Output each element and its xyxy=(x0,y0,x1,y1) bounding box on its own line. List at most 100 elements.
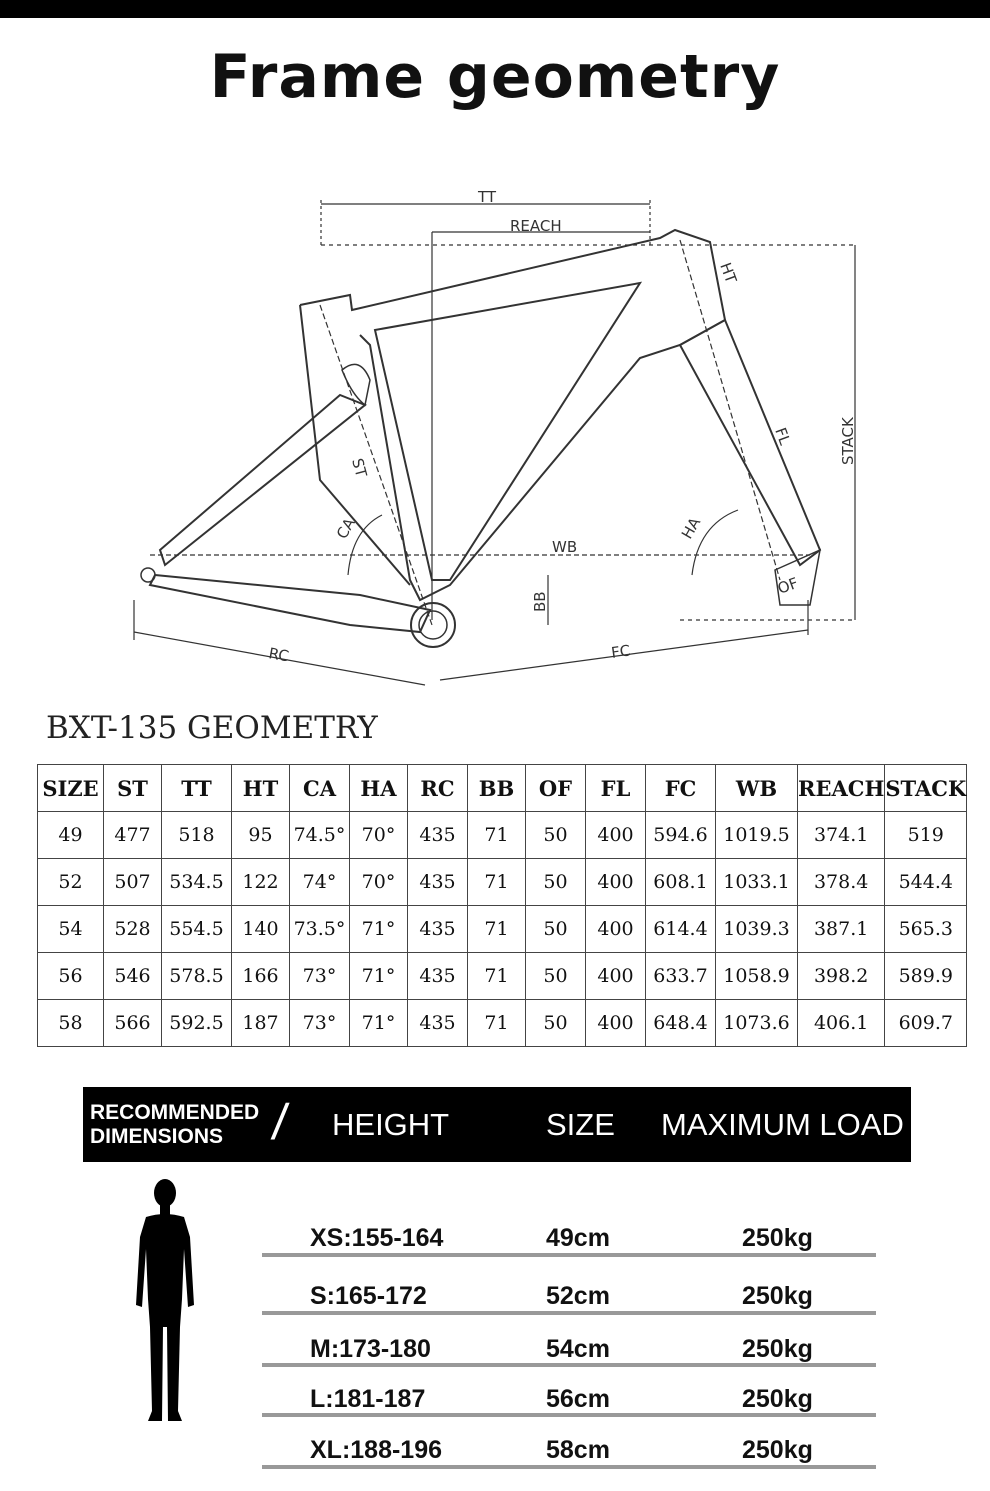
table-cell: 534.5 xyxy=(161,858,232,906)
table-cell: 71 xyxy=(467,858,526,906)
table-cell: 1073.6 xyxy=(715,999,798,1047)
table-cell: 589.9 xyxy=(884,952,968,1000)
table-cell: 594.6 xyxy=(645,811,716,859)
table-cell: 50 xyxy=(525,905,586,953)
table-cell: 95 xyxy=(231,811,290,859)
person-silhouette-icon xyxy=(136,1179,194,1421)
load-value: 250kg xyxy=(742,1385,813,1413)
stack-label: STACK xyxy=(839,416,857,465)
table-cell: 70° xyxy=(349,811,408,859)
table-header: HT xyxy=(231,764,290,812)
table-cell: 609.7 xyxy=(884,999,968,1047)
size-value: 54cm xyxy=(546,1335,610,1363)
table-cell: 435 xyxy=(407,905,468,953)
row-divider xyxy=(262,1253,876,1257)
height-value: M:173-180 xyxy=(310,1335,431,1363)
table-header: TT xyxy=(161,764,232,812)
table-cell: 507 xyxy=(103,858,162,906)
table-header: STACK xyxy=(884,764,968,812)
table-cell: 633.7 xyxy=(645,952,716,1000)
table-cell: 73° xyxy=(289,952,350,1000)
table-header: OF xyxy=(525,764,586,812)
table-cell: 73° xyxy=(289,999,350,1047)
table-cell: 398.2 xyxy=(796,952,886,1000)
table-cell: 166 xyxy=(231,952,290,1000)
table-cell: 554.5 xyxy=(161,905,232,953)
row-divider xyxy=(262,1311,876,1315)
table-header: WB xyxy=(715,764,798,812)
table-cell: 544.4 xyxy=(884,858,968,906)
top-bar xyxy=(0,0,990,18)
table-cell: 378.4 xyxy=(796,858,886,906)
table-cell: 187 xyxy=(231,999,290,1047)
fl-label: FL xyxy=(771,425,794,448)
frame-diagram: TT REACH HT STACK FL ST CA HA WB BB OF R… xyxy=(133,188,857,686)
table-cell: 73.5° xyxy=(289,905,350,953)
ht-label: HT xyxy=(716,260,740,286)
size-value: 49cm xyxy=(546,1224,610,1252)
table-cell: 518 xyxy=(161,811,232,859)
table-cell: 52 xyxy=(37,858,104,906)
bb-label: BB xyxy=(531,591,549,612)
table-cell: 614.4 xyxy=(645,905,716,953)
ca-label: CA xyxy=(333,514,359,542)
table-header-row: SIZE ST TT HT CA HA RC BB OF FL FC WB RE… xyxy=(37,764,968,812)
recommended-label: RECOMMENDED DIMENSIONS xyxy=(90,1101,259,1149)
table-cell: 435 xyxy=(407,952,468,1000)
size-value: 56cm xyxy=(546,1385,610,1413)
table-header: SIZE xyxy=(37,764,104,812)
load-value: 250kg xyxy=(742,1282,813,1310)
table-cell: 435 xyxy=(407,999,468,1047)
table-cell: 435 xyxy=(407,858,468,906)
table-header: BB xyxy=(467,764,526,812)
table-header: RC xyxy=(407,764,468,812)
table-cell: 71 xyxy=(467,999,526,1047)
table-row: 52 507 534.5 122 74° 70° 435 71 50 400 6… xyxy=(37,858,968,906)
table-header: REACH xyxy=(796,764,886,812)
size-value: 58cm xyxy=(546,1436,610,1464)
table-row: 56 546 578.5 166 73° 71° 435 71 50 400 6… xyxy=(37,952,968,1000)
recommended-label-line1: RECOMMENDED xyxy=(90,1101,260,1124)
height-value: S:165-172 xyxy=(310,1282,427,1310)
table-cell: 565.3 xyxy=(884,905,968,953)
table-header: FL xyxy=(585,764,646,812)
geometry-table: SIZE ST TT HT CA HA RC BB OF FL FC WB RE… xyxy=(37,764,968,1047)
table-cell: 71 xyxy=(467,952,526,1000)
table-cell: 519 xyxy=(884,811,968,859)
table-cell: 608.1 xyxy=(645,858,716,906)
table-cell: 477 xyxy=(103,811,162,859)
recommended-label-line2: DIMENSIONS xyxy=(90,1125,224,1148)
maximum-load-column-header: MAXIMUM LOAD xyxy=(661,1107,904,1142)
slash-divider: / xyxy=(269,1094,291,1150)
table-header: ST xyxy=(103,764,162,812)
table-cell: 400 xyxy=(585,905,646,953)
table-cell: 648.4 xyxy=(645,999,716,1047)
table-cell: 1019.5 xyxy=(715,811,798,859)
size-value: 52cm xyxy=(546,1282,610,1310)
table-cell: 400 xyxy=(585,952,646,1000)
geometry-title: BXT-135 GEOMETRY xyxy=(46,710,378,746)
table-cell: 1033.1 xyxy=(715,858,798,906)
size-column-header: SIZE xyxy=(546,1107,615,1142)
table-cell: 435 xyxy=(407,811,468,859)
table-cell: 56 xyxy=(37,952,104,1000)
table-header: CA xyxy=(289,764,350,812)
row-divider xyxy=(262,1413,876,1417)
of-label: OF xyxy=(775,574,800,598)
table-cell: 50 xyxy=(525,999,586,1047)
table-header: HA xyxy=(349,764,408,812)
table-cell: 71° xyxy=(349,905,408,953)
load-value: 250kg xyxy=(742,1335,813,1363)
table-row: 49 477 518 95 74.5° 70° 435 71 50 400 59… xyxy=(37,811,968,859)
table-cell: 1058.9 xyxy=(715,952,798,1000)
table-cell: 406.1 xyxy=(796,999,886,1047)
table-cell: 578.5 xyxy=(161,952,232,1000)
table-cell: 1039.3 xyxy=(715,905,798,953)
table-cell: 528 xyxy=(103,905,162,953)
load-value: 250kg xyxy=(742,1224,813,1252)
table-cell: 400 xyxy=(585,811,646,859)
wb-label: WB xyxy=(552,538,577,556)
table-cell: 71 xyxy=(467,905,526,953)
table-cell: 122 xyxy=(231,858,290,906)
height-value: L:181-187 xyxy=(310,1385,426,1413)
